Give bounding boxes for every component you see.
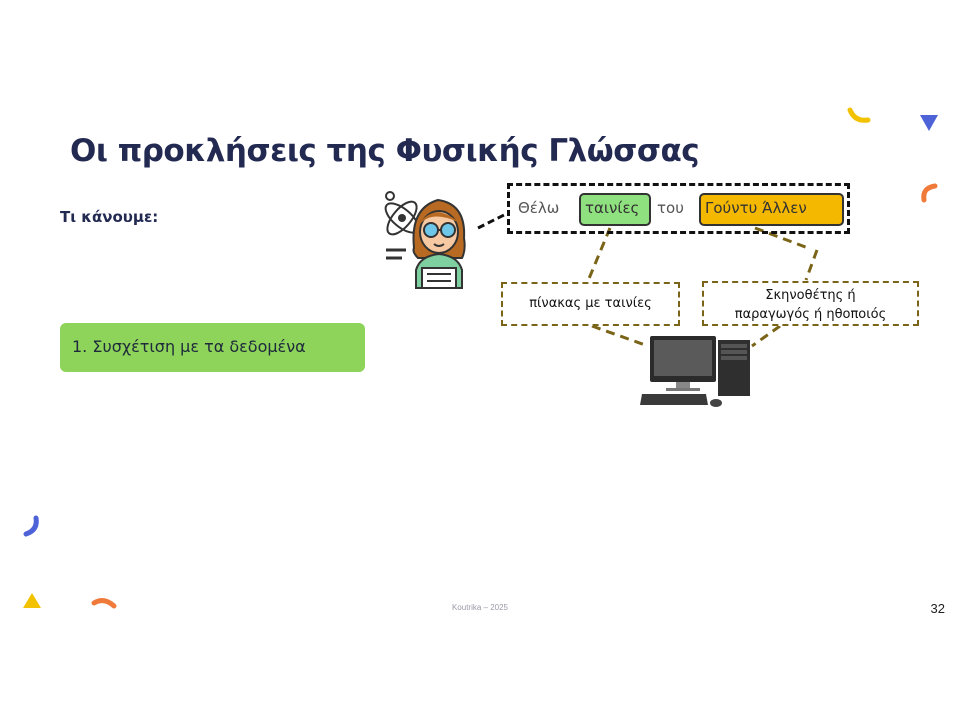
connector-chip2-right-box-b — [804, 249, 819, 281]
connector-chip2-right-box-a — [754, 226, 809, 250]
connector-chip1-left-box — [586, 227, 612, 282]
query-chip-person: Γούντυ Άλλεν — [699, 193, 844, 226]
schema-box-person-roles: Σκηνοθέτης ή παραγωγός ή ηθοποιός — [702, 281, 919, 326]
schema-box-roles-line-2: παραγωγός ή ηθοποιός — [734, 307, 887, 322]
blue-triangle-shape — [920, 115, 938, 131]
yellow-arc-shape — [847, 107, 871, 123]
schema-box-roles-line-1: Σκηνοθέτης ή — [765, 288, 856, 303]
query-box — [507, 183, 850, 234]
scientist-icon — [384, 191, 466, 289]
slide-title: Οι προκλήσεις της Φυσικής Γλώσσας — [70, 133, 700, 169]
connector-left-box-computer — [591, 324, 649, 348]
query-chip-movies: ταινίες — [579, 193, 651, 226]
connector-right-box-computer — [751, 324, 781, 348]
speech-connector — [477, 211, 509, 230]
slide-subtitle: Τι κάνουμε: — [60, 208, 159, 226]
schema-box-movies-table: πίνακας με ταινίες — [501, 282, 680, 326]
step-box: 1. Συσχέτιση με τα δεδομένα — [60, 323, 365, 372]
schema-box-movies-label: πίνακας με ταινίες — [529, 296, 652, 311]
computer-icon — [640, 336, 750, 407]
orange-arc-shape-2 — [91, 598, 117, 609]
footer-text: Koutrika – 2025 — [451, 603, 509, 612]
orange-arc-shape — [921, 183, 938, 203]
yellow-triangle-shape — [23, 593, 41, 608]
blue-arc-shape — [23, 515, 39, 537]
query-word-1: Θέλω — [518, 199, 560, 217]
query-word-2: του — [657, 199, 684, 217]
page-number: 32 — [930, 601, 945, 616]
